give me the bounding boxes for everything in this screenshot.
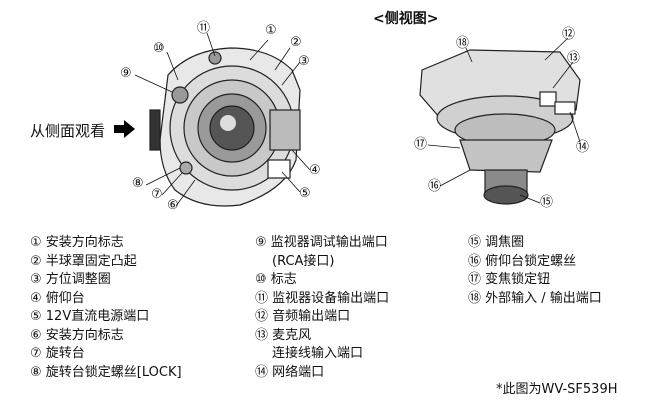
legend-item: ⑦ 旋转台 (30, 346, 85, 361)
camera-diagram (114, 32, 581, 207)
legend-item: ② 半球罩固定凸起 (30, 253, 137, 269)
legend-item: ⑤ 12V直流电源端口 (30, 309, 150, 324)
leader-lines (134, 32, 581, 207)
legend-item: (RCA接口) (272, 253, 335, 269)
legend-item: ④ 俯仰台 (30, 290, 85, 306)
callout-11: ⑪ (197, 21, 211, 36)
legend-item: ③ 方位调整圈 (30, 272, 111, 287)
callout-13: ⑬ (567, 51, 581, 66)
callout-12: ⑫ (562, 27, 576, 42)
legend-item: ⑩ 标志 (255, 272, 297, 287)
side-view-title: <侧视图> (373, 11, 439, 27)
callout-7: ⑦ (151, 187, 163, 202)
legend-item: 连接线输入端口 (272, 346, 364, 361)
side-view-arrow-text: 从侧面观看 (30, 122, 106, 140)
callout-18: ⑱ (456, 36, 470, 51)
callout-1: ① (265, 23, 277, 38)
callout-15: ⑮ (540, 195, 554, 210)
legend-item: ① 安装方向标志 (30, 235, 124, 250)
legend-item: ⑯ 俯仰台锁定螺丝 (468, 253, 577, 269)
legend-item: ⑭ 网络端口 (255, 364, 325, 380)
callout-8: ⑧ (132, 176, 144, 191)
legend-item: ⑫ 音频输出端口 (255, 309, 351, 324)
callout-10: ⑩ (153, 41, 165, 56)
callout-17: ⑰ (414, 137, 428, 152)
legend-item: ⑱ 外部输入 / 输出端口 (468, 290, 602, 306)
view-direction-arrow-icon (114, 120, 135, 138)
callout-2: ② (290, 35, 302, 50)
callout-3: ③ (298, 54, 310, 69)
legend-item: ⑮ 调焦圈 (468, 235, 525, 250)
model-note: *此图为WV-SF539H (496, 382, 618, 397)
legend-item: ⑧ 旋转台锁定螺丝[LOCK] (30, 364, 182, 380)
callout-6: ⑥ (167, 198, 179, 213)
legend-item: ⑰ 变焦锁定钮 (468, 272, 551, 287)
callout-9: ⑨ (120, 66, 132, 81)
callout-4: ④ (309, 163, 321, 178)
callout-14: ⑭ (576, 140, 590, 155)
legend-column-2: ⑨ 监视器调试输出端口 (RCA接口) ⑩ 标志 ⑪ 监视器设备输出端口 ⑫ 音… (255, 234, 389, 382)
callout-5: ⑤ (299, 186, 311, 201)
legend-item: ⑨ 监视器调试输出端口 (255, 235, 388, 250)
legend-column-3: ⑮ 调焦圈 ⑯ 俯仰台锁定螺丝 ⑰ 变焦锁定钮 ⑱ 外部输入 / 输出端口 (468, 234, 602, 308)
legend-item: ⑪ 监视器设备输出端口 (255, 290, 390, 306)
callout-16: ⑯ (428, 179, 442, 194)
legend-column-1: ① 安装方向标志 ② 半球罩固定凸起 ③ 方位调整圈 ④ 俯仰台 ⑤ 12V直流… (30, 234, 182, 382)
legend-item: ⑬ 麦克风 (255, 327, 312, 343)
side-view-camera (419, 49, 581, 205)
front-view-camera (149, 47, 301, 207)
legend-item: ⑥ 安装方向标志 (30, 327, 124, 343)
